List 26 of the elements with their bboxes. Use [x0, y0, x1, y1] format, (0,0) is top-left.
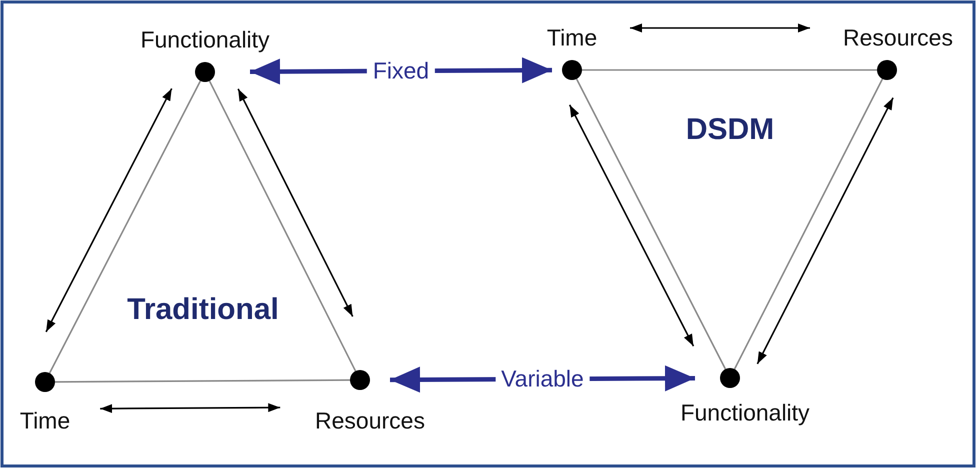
vertex-dot — [720, 368, 740, 388]
vertex-label: Functionality — [680, 400, 810, 426]
vertex-label: Functionality — [140, 26, 270, 54]
method-title: Traditional — [127, 293, 279, 327]
vertex-dot — [562, 60, 582, 80]
vertex-label: Time — [546, 24, 598, 52]
double-arrow — [100, 403, 280, 414]
double-arrow — [630, 24, 810, 32]
vertex-label: Time — [20, 408, 70, 434]
vertex-label: Resources — [315, 408, 425, 434]
vertex-dot — [35, 372, 55, 392]
connector-line — [576, 78, 726, 370]
vertex-dot — [350, 370, 370, 390]
connector-line — [55, 379, 350, 383]
vertex-label: Resources — [843, 24, 953, 52]
vertex-dot — [877, 60, 897, 80]
connector-line — [734, 78, 884, 370]
connector-line — [208, 80, 356, 372]
double-arrow — [568, 104, 694, 347]
connector-line — [582, 69, 877, 71]
method-title: DSDM — [686, 113, 774, 147]
double-arrow — [45, 88, 172, 332]
double-arrow — [237, 88, 354, 317]
double-arrow — [756, 97, 894, 364]
connector-line — [48, 80, 202, 374]
vertex-dot — [195, 62, 215, 82]
